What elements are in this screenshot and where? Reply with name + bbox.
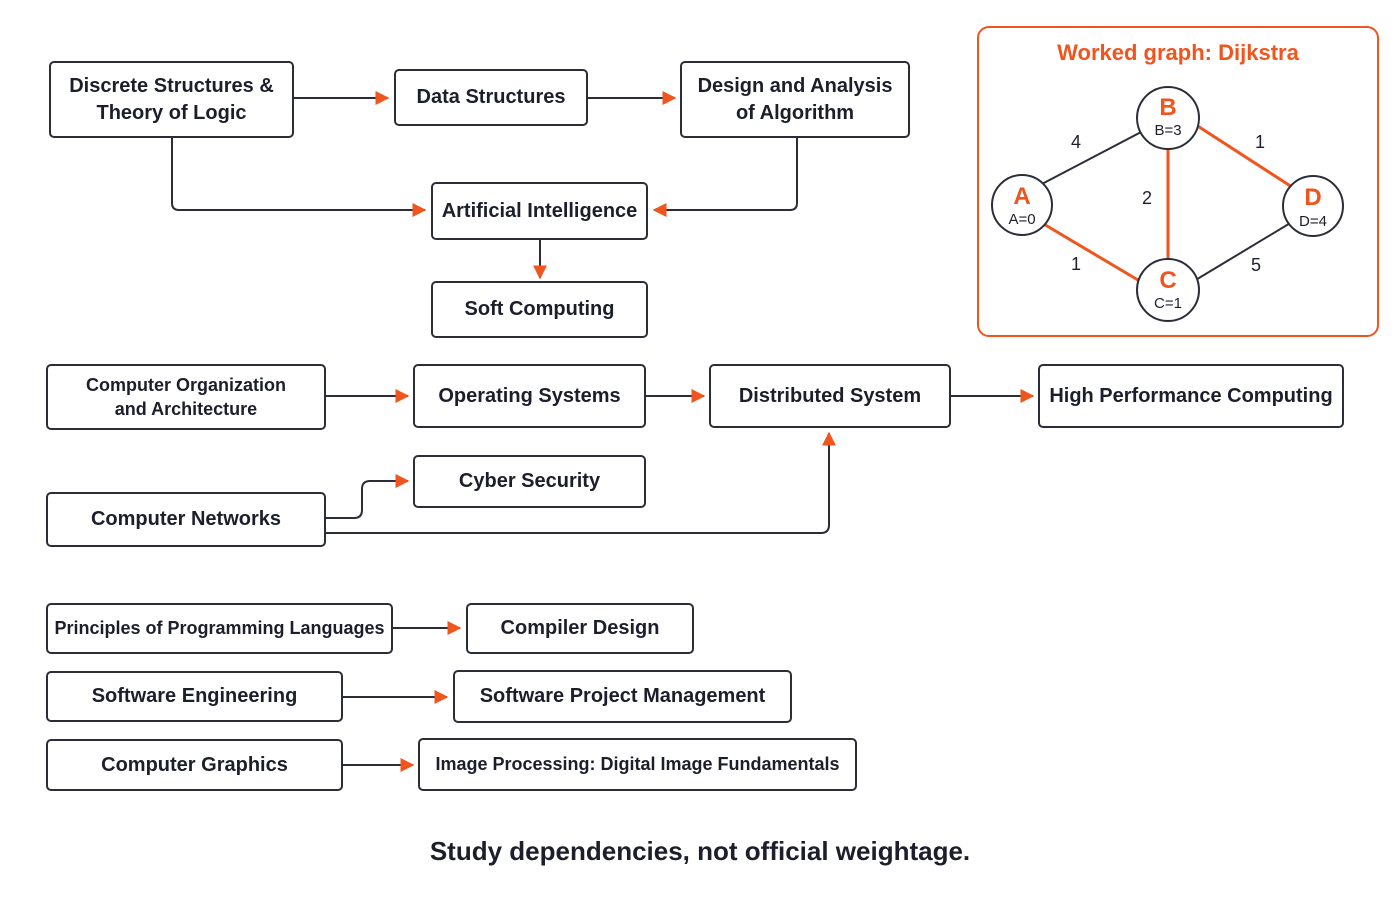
wg-node-b-dist: B=3 (1154, 122, 1182, 139)
edge-networks-to-cyber (325, 474, 410, 519)
wg-node-d-letter: D (1304, 184, 1322, 211)
box-data-structures: Data Structures (394, 69, 588, 126)
box-computer-organization: Computer Organization and Architecture (46, 364, 326, 430)
box-design-analysis-algorithm: Design and Analysis of Algorithm (680, 61, 910, 138)
box-high-performance-computing: High Performance Computing (1038, 364, 1344, 428)
wg-node-b-circle (1136, 86, 1200, 150)
box-distributed-system: Distributed System (709, 364, 951, 428)
wg-node-c-letter: C (1159, 267, 1177, 294)
wg-node-d-dist: D=4 (1299, 213, 1327, 230)
box-image-processing: Image Processing: Digital Image Fundamen… (418, 738, 857, 791)
wg-weight-a-c: 1 (1070, 254, 1081, 274)
box-software-engineering: Software Engineering (46, 671, 343, 722)
wg-node-a-letter: A (1013, 183, 1031, 210)
wg-edge-a-c (1041, 221, 1144, 285)
box-compiler-design: Compiler Design (466, 603, 694, 654)
wg-weight-a-b: 4 (1070, 132, 1081, 152)
edge-discrete-to-ai (171, 137, 427, 217)
wg-edge-b-d (1192, 121, 1293, 189)
worked-graph-title: Worked graph: Dijkstra (1057, 40, 1299, 65)
box-operating-systems: Operating Systems (413, 364, 646, 428)
wg-weight-b-c: 2 (1141, 188, 1152, 208)
box-principles-programming-languages: Principles of Programming Languages (46, 603, 393, 654)
box-soft-computing: Soft Computing (431, 281, 648, 338)
footer-note: Study dependencies, not official weighta… (429, 836, 971, 866)
box-computer-graphics: Computer Graphics (46, 739, 343, 791)
wg-node-c-dist: C=1 (1154, 295, 1182, 312)
wg-node-c-circle (1136, 258, 1200, 322)
box-discrete-structures: Discrete Structures & Theory of Logic (49, 61, 294, 138)
wg-weight-c-d: 5 (1250, 255, 1261, 275)
box-cyber-security: Cyber Security (413, 455, 646, 508)
wg-weight-b-d: 1 (1254, 132, 1265, 152)
wg-node-b-letter: B (1159, 94, 1177, 121)
box-computer-networks: Computer Networks (46, 492, 326, 547)
box-artificial-intelligence: Artificial Intelligence (431, 182, 648, 240)
worked-graph-panel (977, 26, 1379, 337)
wg-edge-a-b (1039, 129, 1146, 186)
wg-node-a-dist: A=0 (1008, 211, 1036, 228)
wg-node-d-circle (1282, 175, 1344, 237)
wg-edge-c-d (1193, 221, 1293, 282)
box-software-project-management: Software Project Management (453, 670, 792, 723)
edge-networks-to-distributed (325, 431, 836, 534)
wg-node-a-circle (991, 174, 1053, 236)
edge-daa-to-ai (652, 137, 798, 217)
